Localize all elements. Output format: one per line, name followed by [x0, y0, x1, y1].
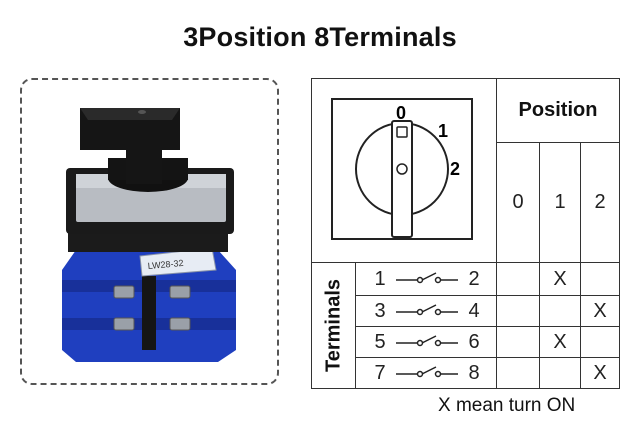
row-divider-2 [355, 326, 620, 327]
column-header-1: 1 [554, 191, 566, 213]
footnote: X mean turn ON [438, 395, 576, 416]
table-border-left [311, 78, 312, 389]
terminal-from: 3 [374, 300, 386, 322]
dial-bottom-divider [311, 262, 620, 263]
mark-cell: X [593, 362, 607, 384]
table-border-right [619, 78, 620, 389]
model-label: LW28-32 [147, 258, 184, 271]
switch-contact-icon [396, 335, 458, 347]
mark-cell: X [553, 268, 567, 290]
table-border-bottom [311, 388, 620, 389]
terminals-label: Terminals [322, 279, 345, 372]
column-header-2: 2 [594, 191, 606, 213]
terminals-label-divider [355, 262, 356, 389]
terminal-from: 5 [374, 331, 386, 353]
column-header-0: 0 [512, 191, 524, 213]
switch-contact-icon [396, 366, 458, 378]
terminal-to: 2 [468, 268, 480, 290]
dial-label-0: 0 [396, 103, 406, 123]
switch-contact-icon [396, 272, 458, 284]
row-divider-1 [355, 295, 620, 296]
terminal-to: 8 [468, 362, 480, 384]
terminal-to: 4 [468, 300, 480, 322]
col-divider-2 [580, 142, 581, 389]
position-dial-diagram: 0 1 2 [331, 98, 473, 240]
terminal-from: 7 [374, 362, 386, 384]
rotary-switch-illustration: LW28-32 [62, 108, 236, 362]
dial-label-2: 2 [450, 159, 460, 179]
dial-pointer [391, 120, 413, 238]
terminal-from: 1 [374, 268, 386, 290]
mark-cell: X [553, 331, 567, 353]
col-divider-1 [539, 142, 540, 389]
dial-divider [496, 78, 497, 389]
terminal-to: 6 [468, 331, 480, 353]
switch-contact-icon [396, 304, 458, 316]
mark-cell: X [593, 300, 607, 322]
dial-label-1: 1 [438, 121, 448, 141]
page-title: 3Position 8Terminals [183, 22, 457, 52]
row-divider-3 [355, 357, 620, 358]
table-border-top [311, 78, 620, 79]
product-photo-frame: LW28-32 [20, 78, 279, 385]
header-divider [496, 142, 620, 143]
position-header: Position [518, 99, 598, 121]
